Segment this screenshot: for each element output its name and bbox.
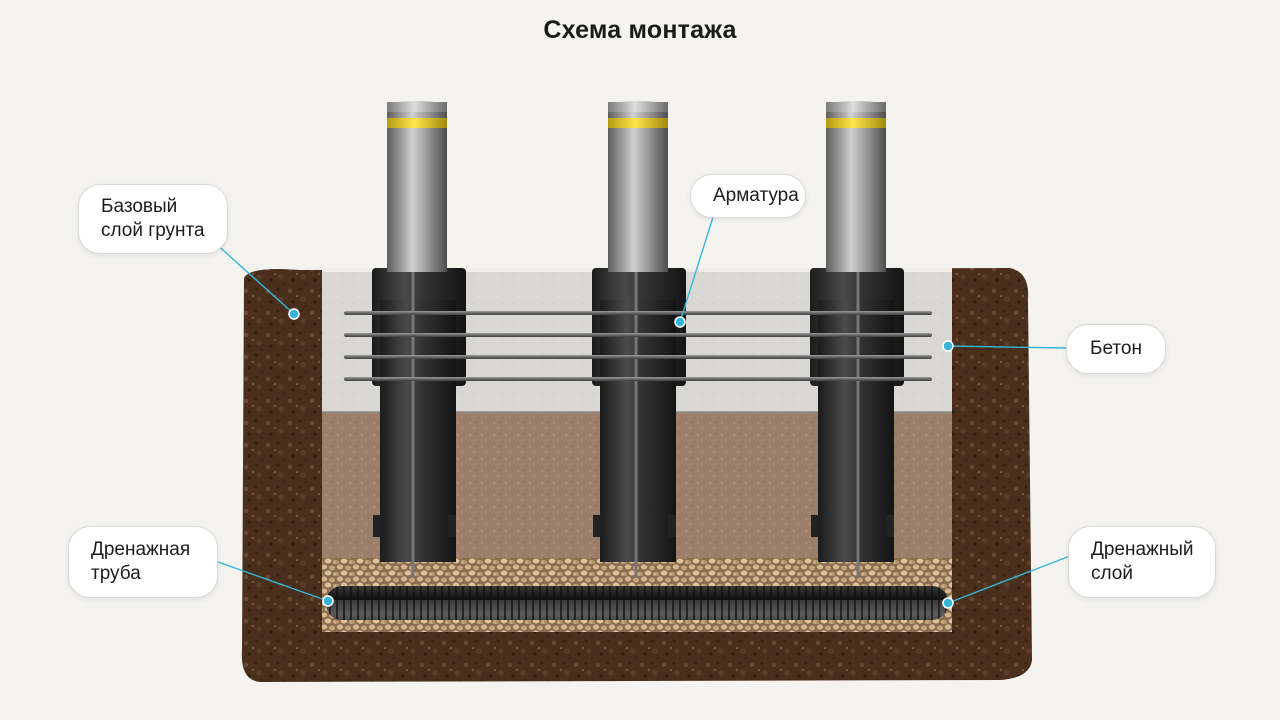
bollard-3	[810, 101, 904, 578]
label-base-soil: Базовый слой грунта	[78, 184, 228, 254]
leader-lines	[213, 213, 1071, 604]
drainage-pipe	[326, 586, 948, 620]
diagram-title: Схема монтажа	[543, 16, 737, 44]
label-drain-pipe: Дренажная труба	[68, 526, 218, 598]
leader-dots	[288, 308, 954, 609]
label-rebar: Арматура	[690, 174, 806, 218]
label-concrete: Бетон	[1066, 324, 1166, 374]
bollard-1	[372, 101, 466, 578]
label-drain-layer: Дренажный слой	[1068, 526, 1216, 598]
bollard-2	[592, 101, 686, 578]
rebar-bars	[344, 311, 932, 381]
